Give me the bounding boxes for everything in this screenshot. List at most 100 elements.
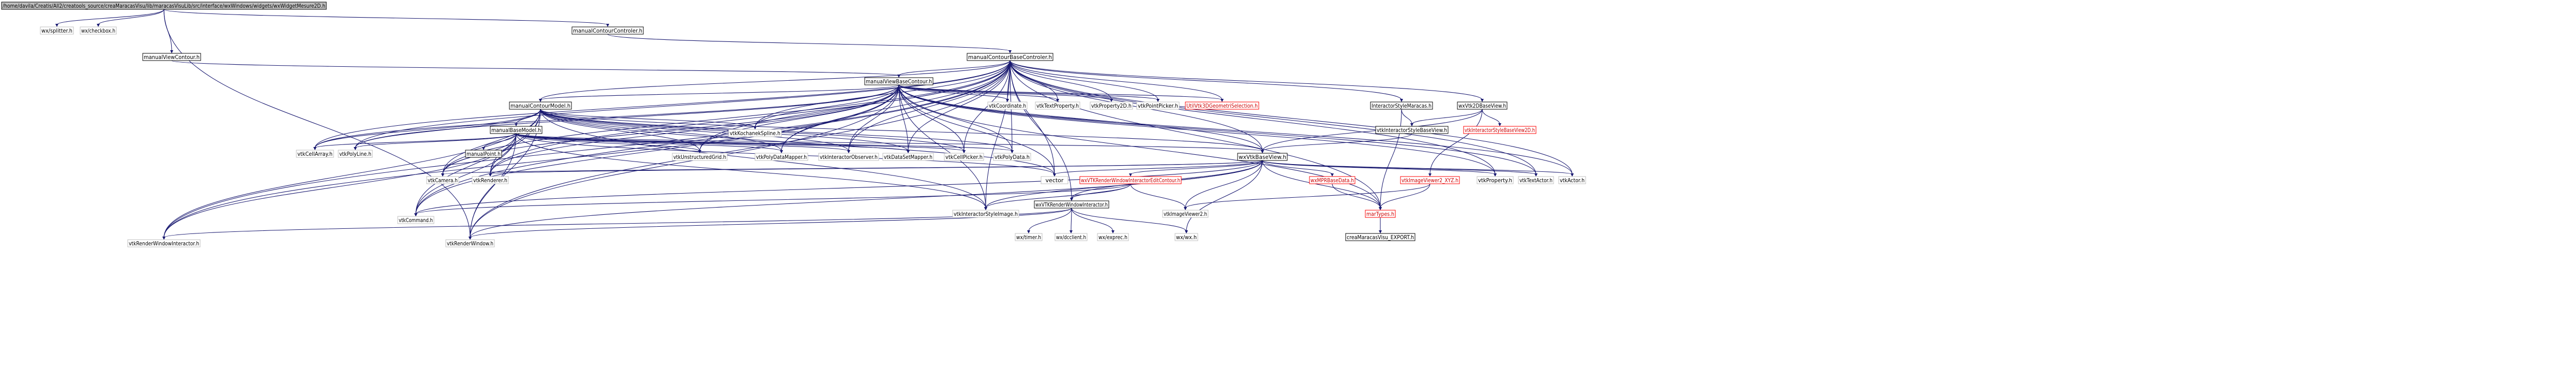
node-label: vtkPolyLine.h: [339, 151, 371, 157]
edge-mvbc-to-vtkpolydata: [898, 84, 1013, 152]
arrowhead-wxvtk2d-to-vtkisbv2d: [1498, 123, 1501, 126]
node-vtkcellarray: vtkCellArray.h: [296, 150, 334, 158]
node-vtkactor: vtkActor.h: [1558, 176, 1586, 184]
node-mvc[interactable]: manualViewContour.h: [142, 53, 201, 61]
node-box: [509, 101, 572, 110]
node-vtkcoordinate: vtkCoordinate.h: [987, 101, 1028, 110]
node-wxvtkrwi_edit: wxVTKRenderWindowInteractorEditContour.h: [1079, 176, 1182, 184]
node-vtktextproperty: vtkTextProperty.h: [1035, 101, 1080, 110]
edge-mvbc-to-vtkcellpicker: [898, 84, 965, 152]
node-vtkisbv[interactable]: vtkInteractorStyleBaseView.h: [1375, 126, 1449, 134]
node-wxvtk2d[interactable]: wxVtk2DBaseView.h: [1457, 101, 1508, 110]
edge-mbm-to-vtkisimage: [516, 133, 986, 209]
node-label: wxVtk2DBaseView.h: [1458, 102, 1506, 109]
node-box: [1054, 233, 1088, 241]
node-box: [1185, 101, 1259, 110]
edge-mvbc-to-vtkkochanek: [755, 84, 899, 128]
edge-mcbc-to-wxvtkrwi: [1010, 60, 1072, 199]
arrowhead-wxvtkrwi_edit-to-wxvtkrwi: [1070, 198, 1073, 201]
node-wxdcclient: wx/dcclient.h: [1054, 233, 1088, 241]
edge-wxvtkrwi_edit-to-vtkisimage: [985, 183, 1131, 209]
node-label: wxVTKRenderWindowInteractorEditContour.h: [1081, 177, 1180, 184]
node-label: vtkCoordinate.h: [989, 102, 1026, 109]
node-mcbc[interactable]: manualContourBaseControler.h: [967, 53, 1053, 61]
node-label: manualContourModel.h: [510, 102, 570, 109]
edge-wxvtkbaseview-to-vtkrenderer: [490, 160, 1263, 175]
edge-mcbc-to-vtkinteractorobserver: [848, 60, 1011, 152]
arrowhead-mbm-to-vtkdatasetmapper: [907, 150, 910, 153]
arrowhead-wxvtk2d-to-vtkimageviewer2_xyz: [1428, 173, 1432, 177]
edge-wxvtkbaseview-to-vtkimageviewer2: [1185, 160, 1263, 209]
node-label: vtkImageViewer2_XYZ.h: [1402, 177, 1458, 184]
node-mcm[interactable]: manualContourModel.h: [509, 101, 572, 110]
edge-wxvtkbaseview-to-martypes: [1262, 160, 1381, 209]
edge-mcbc-to-vtkproperty2d: [1010, 60, 1112, 100]
edge-mcbc-to-utilvtk3d: [1010, 60, 1223, 100]
edge-root-to-wxcheckbox: [98, 9, 164, 25]
node-label: wx/exprec.h: [1098, 234, 1127, 241]
node-label: wx/splitter.h: [41, 27, 72, 34]
arrowhead-wxvtkbaseview-to-wxvtkrwi_edit: [1129, 173, 1132, 177]
node-label: manualPoint.h: [466, 151, 501, 157]
node-box: [338, 150, 373, 158]
node-mbm[interactable]: manualBaseModel.h: [490, 126, 543, 134]
node-ismaracas[interactable]: InteractorStyleMaracas.h: [1370, 101, 1433, 110]
arrowhead-mcm-to-mbm: [515, 123, 518, 126]
arrowhead-mvbc-to-vtktextproperty: [1056, 99, 1059, 102]
arrowhead-wxvtkbaseview-to-vtkcamera: [441, 173, 444, 177]
node-vtkkochanek: vtkKochanekSpline.h: [728, 129, 782, 137]
edge-mcbc-to-vtkkochanek: [755, 60, 1011, 128]
edge-ismaracas-to-martypes: [1380, 109, 1402, 209]
node-box: [944, 153, 984, 161]
node-box: [987, 101, 1028, 110]
node-label: vtkCommand.h: [399, 217, 433, 224]
edge-wxvtkrwi-to-wxtimer: [1028, 208, 1072, 232]
node-label: UtilVtk3DGeometriSelection.h: [1186, 102, 1258, 109]
node-mpoint[interactable]: manualPoint.h: [465, 150, 502, 158]
edge-wxvtkrwi_edit-to-wxvtkrwi: [1071, 183, 1131, 199]
node-label: vtkCamera.h: [428, 177, 458, 184]
node-label: InteractorStyleMaracas.h: [1372, 102, 1432, 109]
node-root[interactable]: /home/davila/Creatis/All2/creatools_sour…: [1, 2, 327, 10]
arrowhead-mbm-to-vtkcellarray: [313, 147, 317, 150]
node-vtkunstructured: vtkUnstructuredGrid.h: [672, 153, 728, 161]
edge-wxvtkbaseview-to-wxmpr: [1262, 160, 1333, 175]
edge-mcm-to-vtkcommand: [415, 109, 541, 215]
node-box: [1477, 176, 1514, 184]
arrowhead-vtkimageviewer2_xyz-to-martypes: [1379, 207, 1382, 210]
edge-wxvtkrwi-to-wxdcclient: [1071, 208, 1072, 232]
arrowhead-vtkimageviewer2_xyz-to-vtkimageviewer2: [1184, 207, 1187, 210]
arrowhead-martypes-to-export: [1379, 230, 1382, 233]
edge-mvbc-to-vtkproperty: [898, 84, 1496, 175]
edge-mvbc-to-vtkcoordinate: [898, 84, 1008, 100]
node-label: vtkPolyData.h: [995, 154, 1030, 160]
edge-mbm-to-vtkcommand: [415, 133, 517, 215]
edge-wxvtkbaseview-to-vector: [1054, 160, 1263, 175]
node-box: [1375, 126, 1449, 134]
arrowhead-wxvtkbaseview-to-vtkrenderer: [489, 173, 492, 177]
node-box: [1345, 233, 1415, 241]
node-box: [472, 176, 509, 184]
arrowhead-root-to-wxsplitter: [55, 24, 58, 27]
node-label: manualViewBaseContour.h: [866, 78, 932, 85]
node-wxvtkrwi[interactable]: wxVTKRenderWindowInteractor.h: [1034, 200, 1109, 209]
edge-wxvtkrwi-to-vtkrenderwindow: [470, 208, 1072, 238]
edge-mcbc-to-wxvtk2d: [1010, 60, 1483, 100]
node-wxvtkbaseview[interactable]: wxVtkBaseView.h: [1237, 153, 1288, 161]
node-vtkcamera: vtkCamera.h: [426, 176, 459, 184]
node-wxtimer: wx/timer.h: [1015, 233, 1043, 241]
node-vector: vector: [1041, 176, 1068, 184]
edge-wxvtk2d-to-vtkimageviewer2_xyz: [1429, 109, 1483, 175]
node-mcc[interactable]: manualContourControler.h: [571, 26, 644, 35]
node-mvbc[interactable]: manualViewBaseContour.h: [864, 77, 933, 85]
arrowhead-root-to-wxcheckbox: [97, 24, 100, 27]
node-wxwx: wx/wx.h: [1174, 233, 1198, 241]
node-label: vtkCellArray.h: [297, 151, 333, 157]
node-export[interactable]: creaMaracasVisu_EXPORT.h: [1345, 233, 1415, 241]
node-wxsplitter: wx/splitter.h: [40, 26, 74, 35]
node-label: creaMaracasVisu_EXPORT.h: [1347, 234, 1414, 241]
edge-mbm-to-vtkpolydatamapper: [516, 133, 782, 152]
edge-mcbc-to-vtkpointpicker: [1010, 60, 1158, 100]
edge-mcm-to-vector: [540, 109, 1055, 175]
node-box: [465, 150, 502, 158]
